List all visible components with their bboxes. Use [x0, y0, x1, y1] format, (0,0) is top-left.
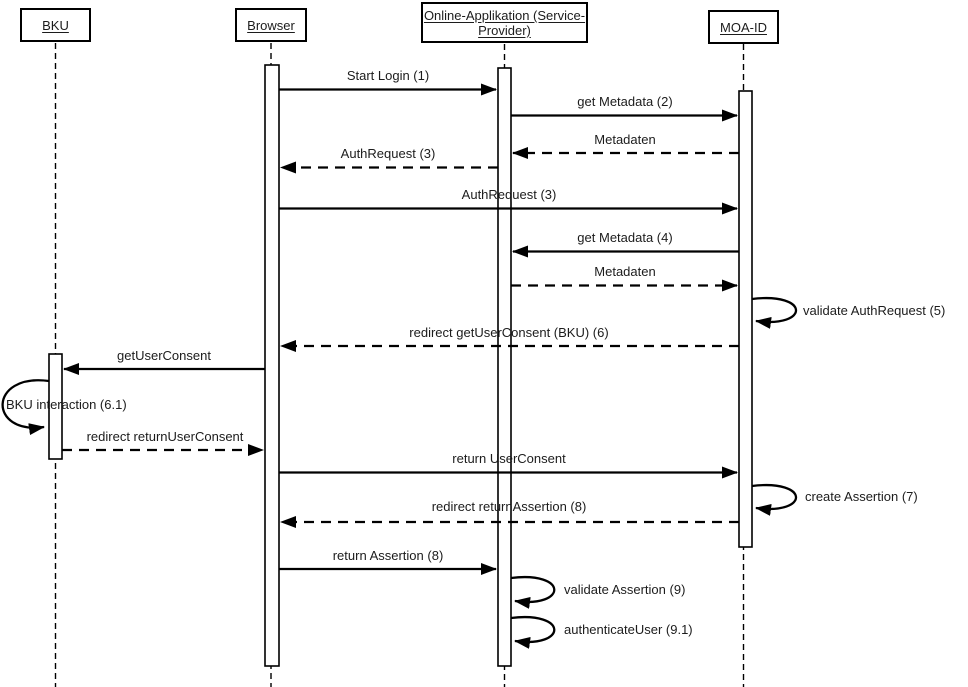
message-label-start-login: Start Login (1): [346, 68, 430, 83]
self-loop-bku-interaction: [1, 379, 50, 436]
actor-box-moa-id: MOA-ID: [708, 10, 779, 44]
message-label-bku-interaction: BKU interaction (6.1): [6, 397, 127, 412]
message-label-getuserconsent: getUserConsent: [117, 348, 211, 363]
activation-bar-service-provider: [497, 67, 512, 667]
message-label-create-assertion: create Assertion (7): [805, 489, 918, 504]
message-label-metadaten-2: Metadaten: [594, 264, 656, 279]
message-label-redirect-returnassertion: redirect returnAssertion (8): [431, 499, 587, 514]
message-label-get-metadata-4: get Metadata (4): [577, 230, 673, 245]
activation-bar-bku: [48, 353, 63, 460]
actor-box-bku: BKU: [20, 8, 91, 42]
message-label-metadaten-1: Metadaten: [594, 132, 656, 147]
actor-label-browser: Browser: [247, 17, 295, 33]
message-label-return-assertion: return Assertion (8): [332, 548, 444, 563]
actor-box-service-provider: Online-Applikation (Service- Provider): [421, 2, 588, 43]
self-loop-authenticateuser: [510, 615, 556, 649]
actor-label-moa-id: MOA-ID: [720, 19, 767, 35]
activation-bar-browser: [264, 64, 280, 667]
self-loop-validate-authrequest: [751, 296, 798, 329]
actor-label-bku: BKU: [42, 17, 69, 33]
actor-label-service-provider: Online-Applikation (Service- Provider): [423, 7, 586, 38]
self-loop-create-assertion: [751, 483, 798, 516]
message-label-get-metadata-2: get Metadata (2): [577, 94, 673, 109]
self-loop-validate-assertion: [510, 575, 556, 609]
message-label-redirect-getuserconsent: redirect getUserConsent (BKU) (6): [409, 325, 609, 340]
message-label-validate-assertion: validate Assertion (9): [564, 582, 686, 597]
message-label-authrequest-3a: AuthRequest (3): [340, 146, 436, 161]
message-label-return-userconsent: return UserConsent: [452, 451, 566, 466]
message-label-validate-authrequest: validate AuthRequest (5): [803, 303, 946, 318]
message-label-redirect-returnuserconsent: redirect returnUserConsent: [86, 429, 244, 444]
message-label-authrequest-3b: AuthRequest (3): [461, 187, 557, 202]
activation-bar-moa-id: [738, 90, 753, 548]
message-label-authenticateuser: authenticateUser (9.1): [564, 622, 693, 637]
actor-box-browser: Browser: [235, 8, 307, 42]
